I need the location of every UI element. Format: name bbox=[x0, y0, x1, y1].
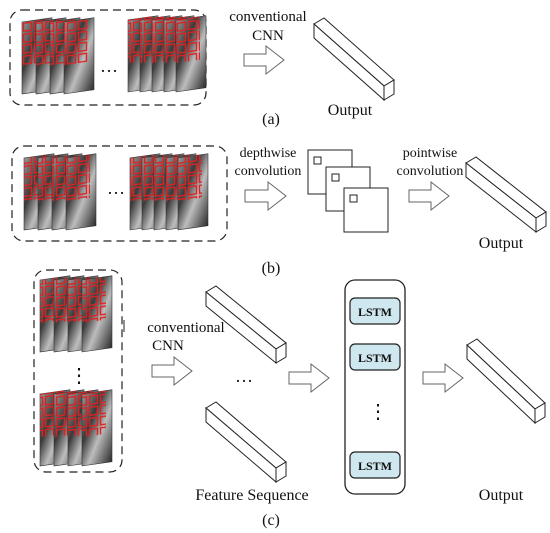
horizontal-ellipsis: … bbox=[107, 178, 125, 198]
vertical-ellipsis: ⋮ bbox=[69, 365, 89, 387]
arrow-icon bbox=[288, 362, 330, 394]
output-label: Output bbox=[479, 487, 524, 504]
output-label: Output bbox=[328, 102, 373, 119]
frame-stack-left bbox=[23, 153, 97, 231]
lstm-cell bbox=[349, 343, 401, 371]
image-frame bbox=[81, 389, 113, 467]
lstm-cell bbox=[349, 297, 401, 325]
frame-stack-left bbox=[21, 17, 95, 95]
frame-stack-top bbox=[39, 275, 113, 353]
panel-a: … conventional CNN Output (a) bbox=[9, 9, 395, 128]
image-frame bbox=[177, 153, 209, 231]
depthwise-label-line1: depthwise bbox=[240, 146, 297, 161]
lstm-cell-label: LSTM bbox=[358, 351, 392, 365]
pointwise-label-line1: pointwise bbox=[403, 146, 457, 161]
arrow-icon bbox=[151, 355, 193, 387]
lstm-cell bbox=[349, 451, 401, 479]
horizontal-ellipsis: … bbox=[235, 366, 253, 386]
lstm-cell-label: LSTM bbox=[358, 459, 392, 473]
panel-label: (b) bbox=[262, 260, 281, 277]
output-prism bbox=[465, 156, 547, 234]
frame-stack-right bbox=[127, 15, 207, 93]
arrow-icon bbox=[422, 362, 464, 394]
frame-stack-right bbox=[129, 153, 209, 231]
step-label-line2: CNN bbox=[152, 338, 184, 354]
panel-label: (a) bbox=[262, 111, 280, 128]
depthwise-label-line2: convolution bbox=[235, 164, 302, 179]
feature-sequence-label: Feature Sequence bbox=[195, 487, 308, 504]
input-frames-box bbox=[33, 269, 123, 473]
depthwise-kernels bbox=[307, 149, 389, 233]
image-frame bbox=[65, 153, 97, 231]
panel-c: ⋮ conventional CNN … Feature Sequence LS… bbox=[33, 269, 546, 529]
lstm-container bbox=[344, 279, 406, 495]
frame-stack-bottom bbox=[39, 389, 113, 467]
image-frame bbox=[63, 17, 95, 95]
step-label-line1: conventional bbox=[229, 9, 306, 25]
feature-prism-bottom bbox=[205, 401, 287, 484]
output-prism bbox=[313, 17, 395, 102]
image-frame bbox=[175, 15, 207, 93]
input-frames-box bbox=[11, 145, 228, 242]
lstm-cell-label: LSTM bbox=[358, 305, 392, 319]
image-frame bbox=[81, 275, 113, 353]
horizontal-ellipsis: … bbox=[100, 56, 118, 76]
panel-b: … depthwise convolution pointwise convol… bbox=[11, 145, 547, 277]
output-prism bbox=[466, 338, 546, 425]
step-label-line2: CNN bbox=[252, 28, 284, 44]
arrow-icon bbox=[244, 180, 287, 212]
vertical-ellipsis: ⋮ bbox=[368, 401, 388, 423]
panel-label: (c) bbox=[262, 512, 280, 529]
feature-prism-top bbox=[205, 285, 287, 365]
arrow-icon bbox=[243, 44, 285, 76]
pointwise-label-line2: convolution bbox=[397, 164, 464, 179]
output-label: Output bbox=[479, 235, 524, 252]
step-label-line1: conventional bbox=[147, 320, 224, 336]
arrow-icon bbox=[408, 180, 450, 212]
